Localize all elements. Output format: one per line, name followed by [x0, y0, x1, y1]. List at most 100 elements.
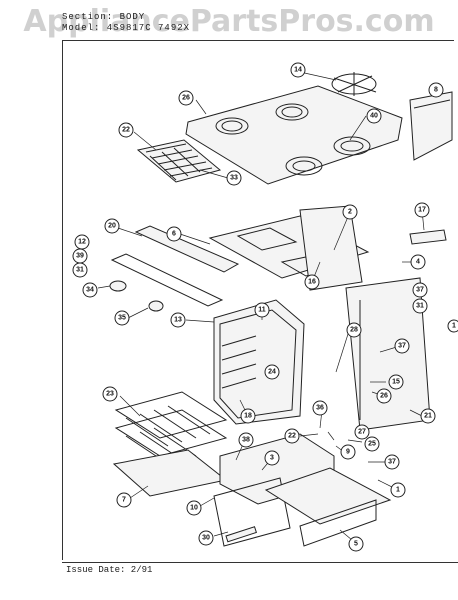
callout-15[interactable]: 15 — [388, 374, 404, 390]
svg-text:27: 27 — [358, 429, 366, 436]
cooktop-part[interactable] — [185, 85, 403, 185]
knob-34[interactable] — [109, 280, 127, 292]
callout-24[interactable]: 24 — [264, 364, 280, 380]
callout-39[interactable]: 39 — [72, 248, 88, 264]
svg-text:20: 20 — [108, 223, 116, 230]
frame-top-rule — [62, 40, 454, 41]
burner-grate-part[interactable] — [331, 72, 377, 96]
svg-text:21: 21 — [424, 413, 432, 420]
svg-text:13: 13 — [174, 317, 182, 324]
svg-text:14: 14 — [294, 67, 302, 74]
backguard-part[interactable] — [409, 91, 453, 161]
footer-rule — [62, 562, 458, 563]
section-line: Section: BODY — [62, 12, 146, 22]
oven-liner-part[interactable] — [213, 299, 305, 425]
callout-36[interactable]: 36 — [312, 400, 328, 416]
callout-3[interactable]: 3 — [264, 450, 280, 466]
svg-text:15: 15 — [392, 379, 400, 386]
svg-text:22: 22 — [122, 127, 130, 134]
svg-text:17: 17 — [418, 207, 426, 214]
svg-text:34: 34 — [86, 287, 94, 294]
callout-16[interactable]: 16 — [304, 274, 320, 290]
svg-text:18: 18 — [244, 413, 252, 420]
callout-31[interactable]: 31 — [72, 262, 88, 278]
callout-6[interactable]: 6 — [166, 226, 182, 242]
svg-text:30: 30 — [202, 535, 210, 542]
callout-10[interactable]: 10 — [186, 500, 202, 516]
svg-text:37: 37 — [388, 459, 396, 466]
svg-text:12: 12 — [78, 239, 86, 246]
watermark: AppliancePartsPros.com — [23, 4, 435, 39]
svg-text:4: 4 — [416, 259, 420, 266]
callout-38[interactable]: 38 — [238, 432, 254, 448]
svg-text:1: 1 — [396, 487, 400, 494]
svg-text:3: 3 — [270, 455, 274, 462]
callout-22[interactable]: 22 — [118, 122, 134, 138]
svg-text:8: 8 — [434, 87, 438, 94]
svg-text:2: 2 — [348, 209, 352, 216]
callout-1[interactable]: 1 — [390, 482, 406, 498]
callout-30[interactable]: 30 — [198, 530, 214, 546]
svg-text:35: 35 — [118, 315, 126, 322]
callout-5[interactable]: 5 — [348, 536, 364, 552]
bracket-part[interactable] — [409, 229, 447, 245]
roller-part[interactable] — [225, 526, 258, 543]
callout-21[interactable]: 21 — [420, 408, 436, 424]
callout-13[interactable]: 13 — [170, 312, 186, 328]
callout-1[interactable]: 1 — [447, 319, 458, 333]
svg-text:26: 26 — [380, 393, 388, 400]
svg-text:6: 6 — [172, 231, 176, 238]
callout-17[interactable]: 17 — [414, 202, 430, 218]
callout-40[interactable]: 40 — [366, 108, 382, 124]
callout-37[interactable]: 37 — [384, 454, 400, 470]
callout-31[interactable]: 31 — [412, 298, 428, 314]
svg-text:5: 5 — [354, 541, 358, 548]
svg-text:31: 31 — [416, 303, 424, 310]
callout-35[interactable]: 35 — [114, 310, 130, 326]
callout-20[interactable]: 20 — [104, 218, 120, 234]
callout-28[interactable]: 28 — [346, 322, 362, 338]
callout-33[interactable]: 33 — [226, 170, 242, 186]
control-panel-part[interactable] — [110, 225, 240, 307]
svg-text:37: 37 — [416, 287, 424, 294]
callout-7[interactable]: 7 — [116, 492, 132, 508]
callout-12[interactable]: 12 — [74, 234, 90, 250]
callout-34[interactable]: 34 — [82, 282, 98, 298]
back-panel-part[interactable] — [299, 205, 363, 291]
svg-text:31: 31 — [76, 267, 84, 274]
callout-23[interactable]: 23 — [102, 386, 118, 402]
svg-text:11: 11 — [258, 307, 266, 314]
callout-25[interactable]: 25 — [364, 436, 380, 452]
svg-text:23: 23 — [106, 391, 114, 398]
svg-text:39: 39 — [76, 253, 84, 260]
svg-text:33: 33 — [230, 175, 238, 182]
callout-11[interactable]: 11 — [254, 302, 270, 318]
knob-35[interactable] — [148, 300, 164, 312]
callout-9[interactable]: 9 — [340, 444, 356, 460]
svg-text:40: 40 — [370, 113, 378, 120]
broiler-grid-part[interactable] — [136, 139, 222, 183]
bottom-pan-part[interactable] — [112, 449, 228, 497]
callout-26[interactable]: 26 — [376, 388, 392, 404]
svg-text:36: 36 — [316, 405, 324, 412]
callout-37[interactable]: 37 — [412, 282, 428, 298]
svg-text:22: 22 — [288, 433, 296, 440]
callout-8[interactable]: 8 — [428, 82, 444, 98]
base-panel-part[interactable] — [264, 467, 392, 547]
callout-37[interactable]: 37 — [394, 338, 410, 354]
svg-text:9: 9 — [346, 449, 350, 456]
callout-18[interactable]: 18 — [240, 408, 256, 424]
callout-2[interactable]: 2 — [342, 204, 358, 220]
callout-22[interactable]: 22 — [284, 428, 300, 444]
callout-27[interactable]: 27 — [354, 424, 370, 440]
diagram-header: Section: BODY Model: 4S9817C 7492X — [62, 12, 190, 34]
svg-text:37: 37 — [398, 343, 406, 350]
callout-4[interactable]: 4 — [410, 254, 426, 270]
callout-14[interactable]: 14 — [290, 62, 306, 78]
svg-text:10: 10 — [190, 505, 198, 512]
svg-text:1: 1 — [452, 323, 456, 330]
svg-text:24: 24 — [268, 369, 276, 376]
svg-text:28: 28 — [350, 327, 358, 334]
callout-26[interactable]: 26 — [178, 90, 194, 106]
